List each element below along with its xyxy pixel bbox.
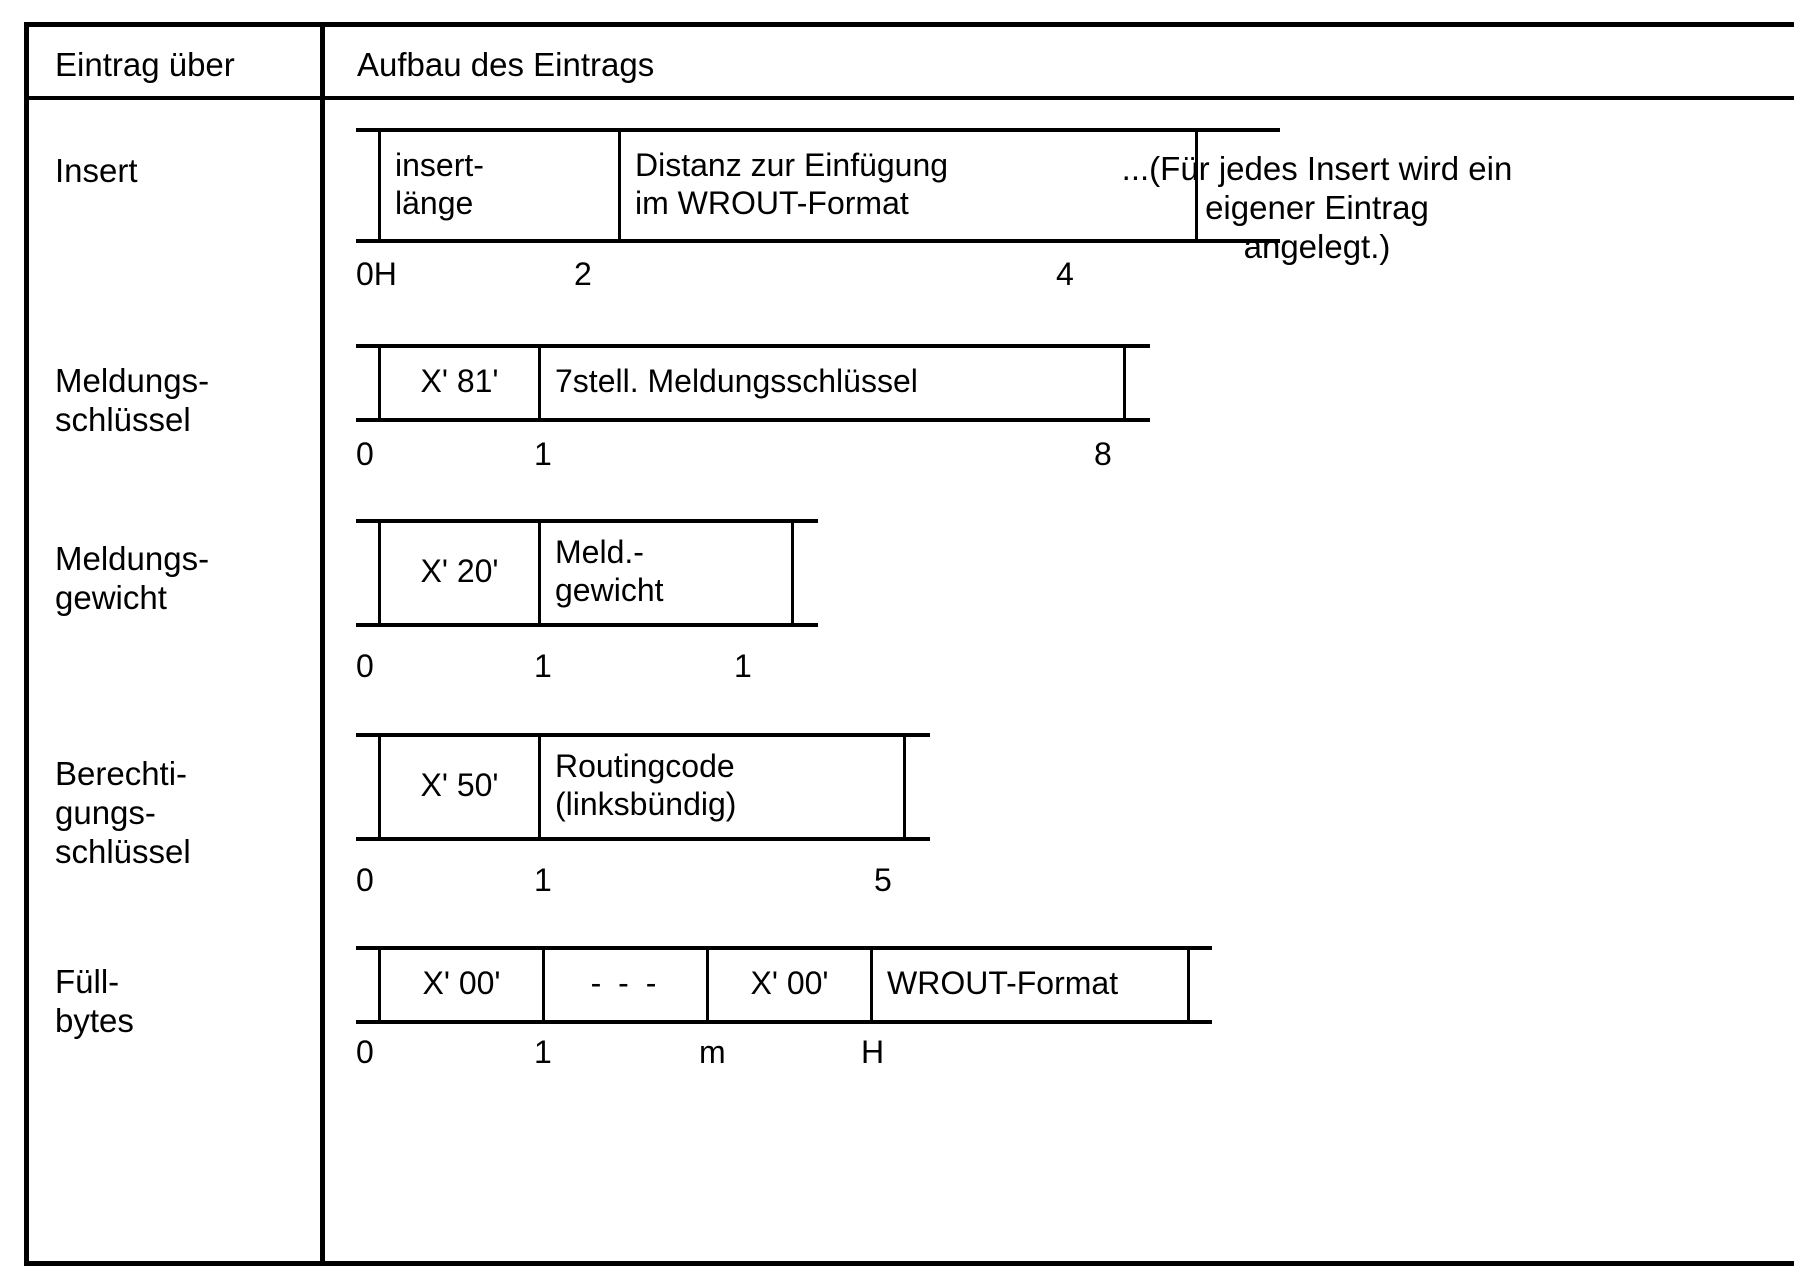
offset-mark: 0 [356,648,374,684]
field-cell-message-key: 7stell. Meldungsschlüssel [538,348,1126,418]
offset-mark: 1 [534,1034,552,1070]
offset-mark: 0 [356,1034,374,1070]
offset-scale-berechtigungsschluessel: 0 1 5 [356,864,956,904]
rule-stub-right [1128,344,1150,422]
field-diagram-meldungsgewicht: X' 20' Meld.- gewicht [356,519,818,627]
offset-scale-fuellbytes: 0 1 m H [356,1036,1156,1076]
offset-mark: 1 [534,436,552,472]
rule-stub-left [356,733,378,841]
rule-stub-left [356,946,378,1024]
rule-stub-right [796,519,818,627]
row-label-fuellbytes: Füll- bytes [55,963,134,1039]
field-cell-x81: X' 81' [378,348,538,418]
header-col1: Eintrag über [55,46,235,83]
rule-stub-right [1258,128,1280,243]
offset-scale-meldungsschluessel: 0 1 8 [356,438,1156,478]
offset-mark: H [861,1034,885,1070]
field-cell-weight: Meld.- gewicht [538,523,794,623]
row-label-insert: Insert [55,152,138,189]
offset-mark: 2 [574,256,592,292]
field-cell-distance: Distanz zur Einfügung im WROUT-Format [618,132,1198,239]
field-cell-routingcode: Routingcode (linksbündig) [538,737,906,837]
field-diagram-berechtigungsschluessel: X' 50' Routingcode (linksbündig) [356,733,930,841]
header-col2: Aufbau des Eintrags [357,46,655,83]
rule-stub-left [356,128,378,243]
field-cell-insert-length: insert- länge [378,132,618,239]
rule-stub-right [1190,946,1212,1024]
field-cell-wrout-format: WROUT-Format [870,950,1190,1020]
offset-scale-meldungsgewicht: 0 1 1 [356,650,856,690]
row-label-meldungsschluessel: Meldungs- schlüssel [55,362,210,438]
byte-box-row: X' 00' - - - X' 00' WROUT-Format [356,946,1212,1024]
offset-mark: 1 [534,648,552,684]
row-label-meldungsgewicht: Meldungs- gewicht [55,540,210,616]
byte-box-row: X' 20' Meld.- gewicht [356,519,818,627]
offset-mark: 0 [356,436,374,472]
byte-box-row: insert- länge Distanz zur Einfügung im W… [356,128,1280,243]
rule-stub-left [356,519,378,627]
field-diagram-insert: insert- länge Distanz zur Einfügung im W… [356,128,1280,243]
offset-mark: m [699,1034,726,1070]
insert-side-note: ...(Für jedes Insert wird ein eigener Ei… [1121,150,1513,265]
field-cell-ellipsis: - - - [542,950,706,1020]
offset-mark: 1 [734,648,752,684]
offset-mark: 0 [356,862,374,898]
rule-stub-right [908,733,930,841]
field-cell-x00-first: X' 00' [378,950,542,1020]
offset-mark: 1 [534,862,552,898]
field-diagram-fuellbytes: X' 00' - - - X' 00' WROUT-Format [356,946,1212,1024]
offset-scale-insert: 0H 2 4 [356,258,1276,298]
table-outer-frame [24,22,1794,1266]
header-separator-rule [24,96,1794,100]
offset-mark: 8 [1094,436,1112,472]
byte-box-row: X' 81' 7stell. Meldungsschlüssel [356,344,1150,422]
field-cell-x00-last: X' 00' [706,950,870,1020]
field-diagram-meldungsschluessel: X' 81' 7stell. Meldungsschlüssel [356,344,1150,422]
byte-box-row: X' 50' Routingcode (linksbündig) [356,733,930,841]
offset-mark: 5 [874,862,892,898]
row-label-berechtigungsschluessel: Berechti- gungs- schlüssel [55,755,191,870]
field-cell-x50: X' 50' [378,737,538,837]
offset-mark: 0H [356,256,397,292]
offset-mark: 4 [1056,256,1074,292]
rule-stub-left [356,344,378,422]
field-cell-x20: X' 20' [378,523,538,623]
column-divider [320,22,325,1266]
